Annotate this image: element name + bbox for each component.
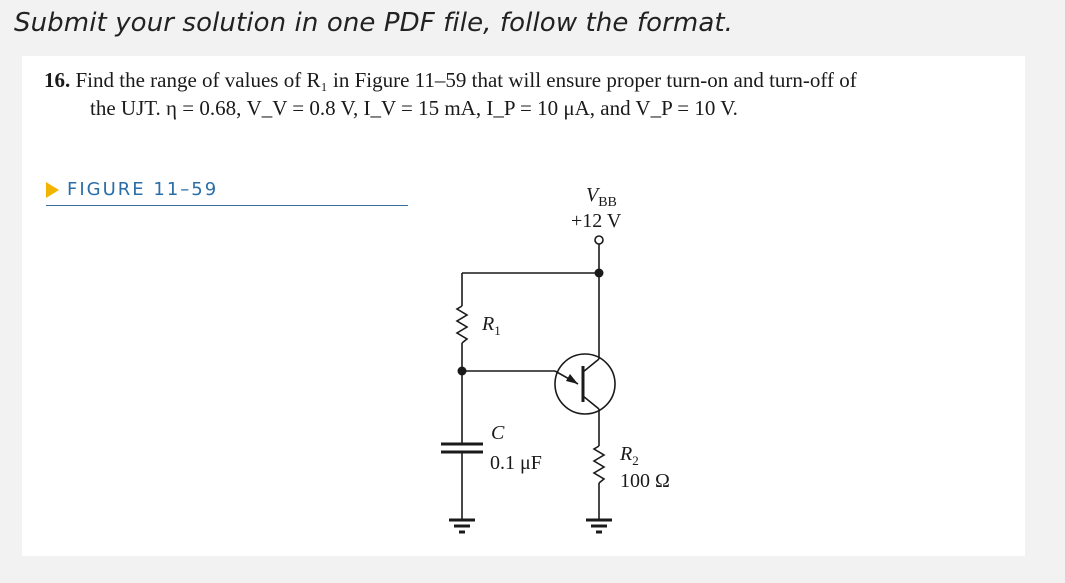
r2-label: R2	[619, 443, 639, 468]
vbb-value: +12 V	[571, 210, 622, 232]
capacitor-label: C	[491, 422, 505, 444]
junction-dot	[457, 366, 467, 376]
ground-icon	[586, 518, 612, 534]
figure-label-text: FIGURE 11–59	[67, 179, 219, 200]
problem-statement: 16. Find the range of values of R₁ in Fi…	[44, 66, 1014, 122]
problem-number: 16.	[44, 68, 71, 92]
r1-resistor	[455, 305, 469, 344]
figure-marker-icon	[46, 181, 59, 198]
problem-card: 16. Find the range of values of R₁ in Fi…	[22, 56, 1025, 556]
ujt-envelope	[554, 353, 616, 415]
figure-label: FIGURE 11–59	[46, 179, 218, 200]
vbb-label: VBB	[586, 184, 617, 210]
ground-icon	[449, 518, 475, 534]
supply-terminal	[594, 235, 604, 245]
emitter-arrow-icon	[566, 374, 578, 384]
problem-line-2: the UJT. η = 0.68, V_V = 0.8 V, I_V = 15…	[90, 96, 738, 120]
capacitor-value: 0.1 μF	[490, 452, 542, 474]
r2-value: 100 Ω	[620, 470, 670, 492]
instruction-header: Submit your solution in one PDF file, fo…	[14, 8, 734, 38]
figure-rule	[46, 205, 408, 206]
junction-dot	[594, 268, 604, 278]
r1-label: R1	[481, 313, 501, 338]
r2-resistor	[592, 445, 606, 484]
problem-line-1: Find the range of values of R₁ in Figure…	[75, 68, 857, 92]
